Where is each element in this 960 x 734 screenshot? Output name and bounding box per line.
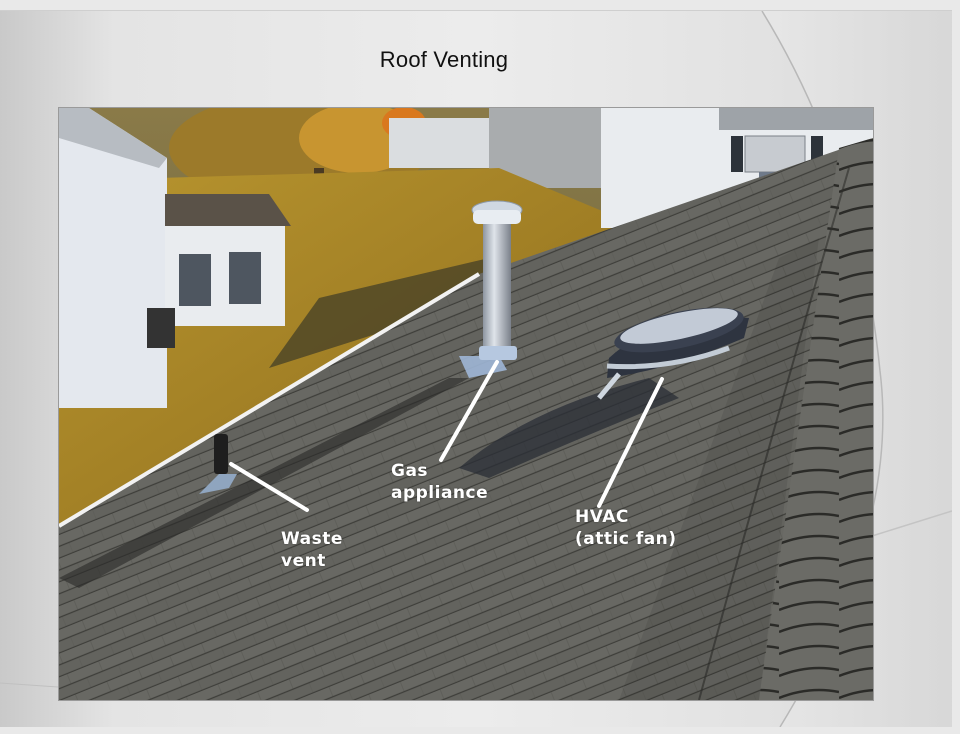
- slide: Roof Venting: [0, 10, 952, 727]
- slide-title: Roof Venting: [379, 47, 509, 72]
- annotation-waste-vent: Waste vent: [281, 528, 343, 572]
- gas-appliance-pointer: [439, 360, 499, 462]
- hvac-pointer: [597, 377, 664, 508]
- annotation-gas-appliance: Gas appliance: [391, 460, 488, 504]
- waste-vent-pointer: [229, 462, 309, 512]
- annotation-gas-appliance-line2: appliance: [391, 483, 489, 503]
- annotation-hvac-line2: (attic fan): [575, 529, 677, 549]
- annotation-waste-vent-line2: vent: [281, 551, 326, 571]
- roof-photo: Waste vent Gas appliance HVAC (attic fan…: [58, 107, 874, 701]
- annotation-gas-appliance-line1: Gas: [391, 461, 429, 481]
- annotation-hvac: HVAC (attic fan): [575, 506, 677, 550]
- roof-photo-illustration: [59, 108, 873, 700]
- annotation-hvac-line1: HVAC: [575, 507, 629, 527]
- annotation-waste-vent-line1: Waste: [281, 529, 343, 549]
